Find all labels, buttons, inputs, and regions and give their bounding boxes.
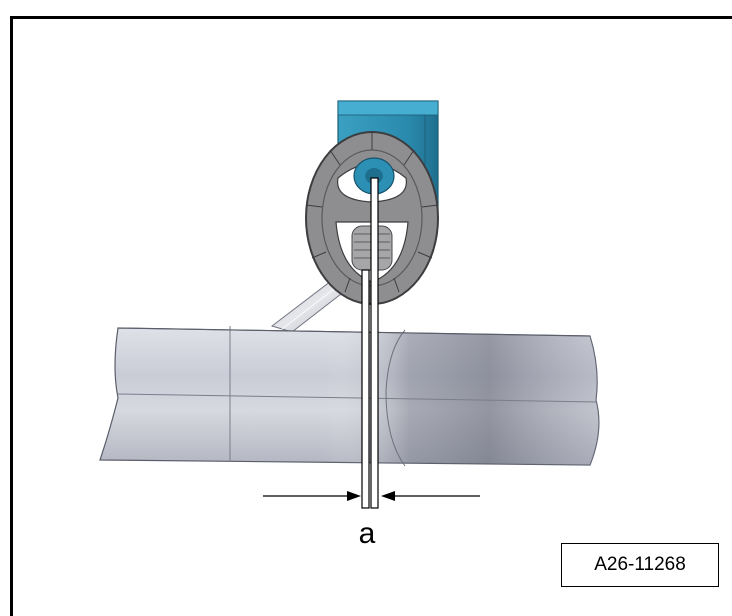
figure-reference-code: A26-11268 (561, 543, 719, 587)
dimension-arrows (263, 491, 480, 501)
figure-frame (10, 16, 732, 616)
exhaust-mount-drawing (99, 100, 600, 509)
exhaust-pipe (99, 326, 600, 467)
centerline-marks (361, 177, 379, 509)
dimension-label: a (358, 517, 376, 550)
